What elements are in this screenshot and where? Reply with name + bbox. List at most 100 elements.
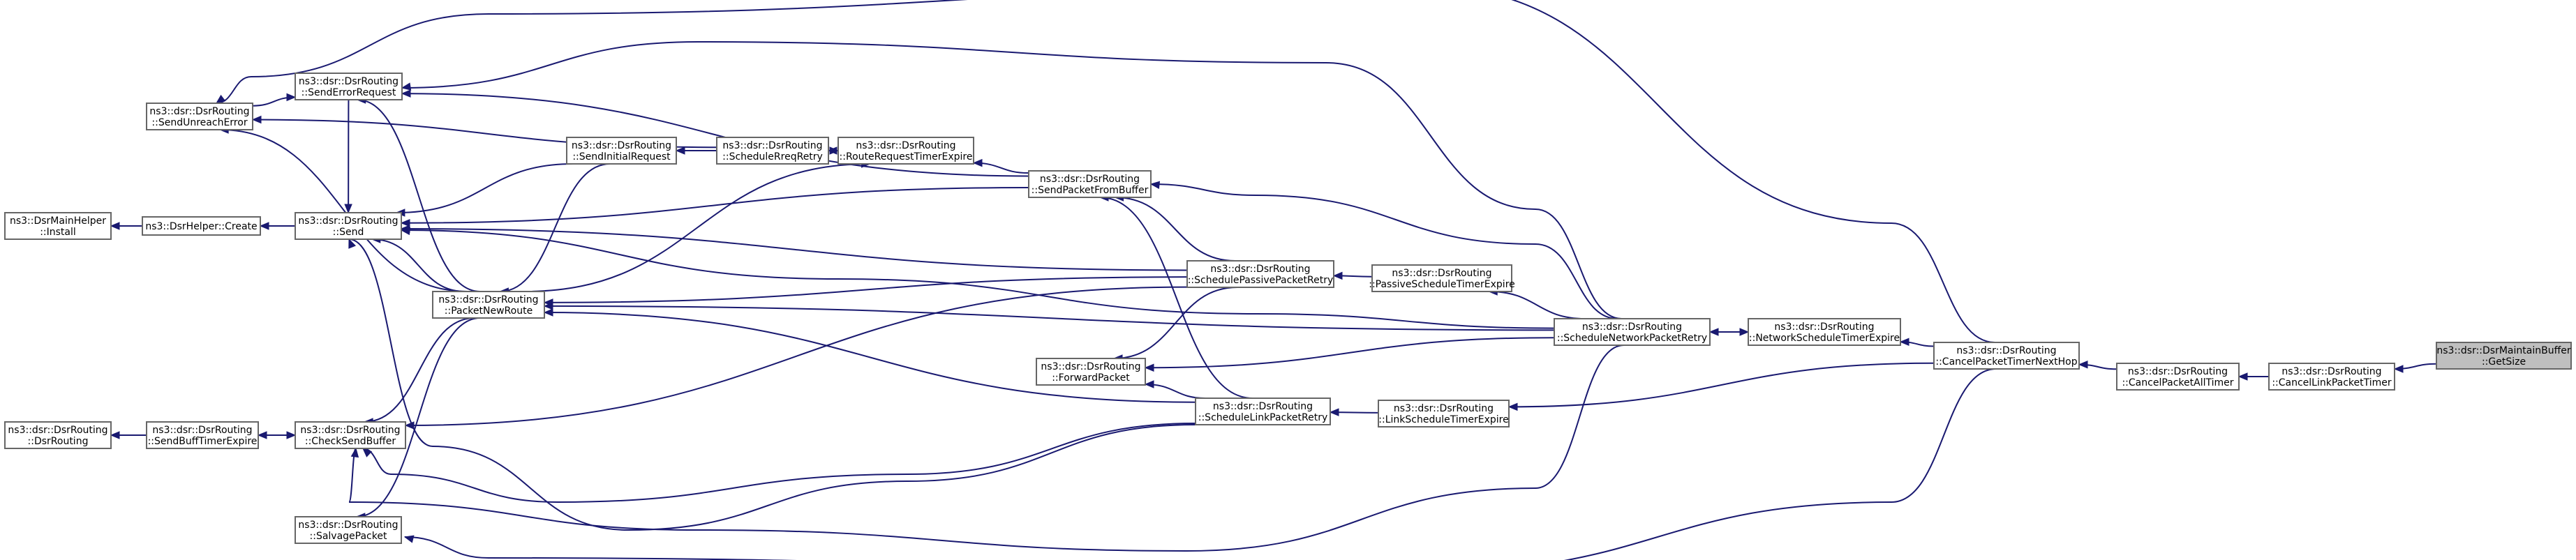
node-label: ns3::dsr::DsrRouting [1956, 345, 2056, 356]
node-label: ::LinkScheduleTimerExpire [1378, 414, 1508, 425]
node-label: ::CancelPacketAllTimer [2122, 377, 2233, 388]
edge-schedlink-to-checksend [362, 423, 1196, 504]
arrowhead-cancelnext-to-linkexp [1507, 402, 1518, 411]
edge-cancelnext-to-salvage [404, 368, 1997, 560]
node-box [1378, 400, 1510, 427]
node-label: ns3::dsr::DsrRouting [299, 76, 399, 87]
arrowhead-senderr-to-send [344, 204, 352, 214]
node-schedpass[interactable]: ns3::dsr::DsrRouting::SchedulePassivePac… [1186, 260, 1334, 288]
edge-packetnew-to-routereq [524, 163, 870, 292]
edge-packetnew-to-sendunreach [220, 129, 468, 292]
node-label: ::SendInitialRequest [572, 151, 671, 162]
node-schednet[interactable]: ns3::dsr::DsrRouting::ScheduleNetworkPac… [1554, 318, 1711, 346]
node-schedreq[interactable]: ns3::dsr::DsrRouting::ScheduleRreqRetry [716, 137, 829, 165]
node-label: ::ScheduleLinkPacketRetry [1198, 412, 1327, 423]
arrowhead-cancelnext-to-sendunreach [215, 94, 226, 104]
node-dsrrouting[interactable]: ns3::dsr::DsrRouting::DsrRouting [4, 421, 112, 449]
node-label: ::SendUnreachError [151, 117, 247, 128]
node-box [4, 421, 112, 449]
node-sendunreach[interactable]: ns3::dsr::DsrRouting::SendUnreachError [146, 103, 253, 130]
node-label: ns3::dsr::DsrRouting [572, 140, 671, 151]
edge-schednet-to-checksend [348, 345, 1624, 552]
node-box [1933, 342, 2080, 370]
node-salvage[interactable]: ns3::dsr::DsrRouting::SalvagePacket [295, 516, 402, 544]
node-label: ns3::dsr::DsrRouting [1394, 403, 1494, 414]
node-label: ::SendBuffTimerExpire [148, 436, 258, 447]
edge-sendinit-to-packetnew [500, 163, 611, 292]
node-box [432, 291, 545, 319]
edge-schedpass-to-forward [1113, 287, 1238, 359]
node-sendbufexp[interactable]: ns3::dsr::DsrRouting::SendBuffTimerExpir… [146, 421, 259, 449]
arrowhead-helpercreate-to-maininstall [110, 222, 120, 230]
edge-schedlink-to-forward [1145, 384, 1206, 399]
node-label: ns3::dsr::DsrRouting [1392, 268, 1491, 279]
edge-cancelnext-to-linkexp [1508, 362, 1935, 408]
node-box [1028, 170, 1152, 198]
node-label: ::SendPacketFromBuffer [1032, 185, 1149, 196]
node-sendinit[interactable]: ns3::dsr::DsrRouting::SendInitialRequest [566, 137, 677, 165]
node-helpercreate[interactable]: ns3::DsrHelper::Create [142, 216, 261, 236]
node-label: ns3::dsr::DsrRouting [1041, 361, 1140, 372]
node-label: ns3::dsr::DsrRouting [2128, 366, 2228, 377]
node-box [2116, 363, 2240, 391]
arrowhead-send-to-helpercreate [259, 222, 269, 230]
node-cancellink[interactable]: ns3::dsr::DsrRouting::CancelLinkPacketTi… [2268, 363, 2395, 391]
arrowhead-schedlink-to-packetnew [543, 308, 553, 317]
node-packetnew[interactable]: ns3::dsr::DsrRouting::PacketNewRoute [432, 291, 545, 319]
node-label: ns3::dsr::DsrRouting [300, 425, 400, 436]
node-label: ::Send [333, 227, 364, 238]
node-label: ::ForwardPacket [1052, 372, 1130, 384]
node-box [1554, 318, 1711, 346]
edge-schedpass-to-sendbuf [1115, 197, 1235, 262]
node-schedlink[interactable]: ns3::dsr::DsrRouting::ScheduleLinkPacket… [1195, 398, 1331, 425]
node-label: ns3::DsrMainHelper [10, 215, 106, 227]
node-label: ::ScheduleRreqRetry [722, 151, 823, 162]
arrowhead-sendbuf-to-senderr [401, 89, 411, 98]
node-label: ::CheckSendBuffer [305, 436, 396, 447]
arrowhead-sendunreach-to-senderr [286, 93, 297, 102]
node-linkexp[interactable]: ns3::dsr::DsrRouting::LinkScheduleTimerE… [1378, 400, 1510, 427]
edge-schedpass-to-checksend [405, 286, 1188, 427]
edge-schednet-to-senderr [401, 40, 1622, 319]
edge-schedpass-to-send [401, 228, 1188, 271]
node-maininstall[interactable]: ns3::DsrMainHelper::Install [4, 212, 112, 240]
arrowhead-passexp-to-schedpass [1332, 271, 1343, 280]
node-box [716, 137, 829, 165]
node-box [2436, 342, 2572, 370]
node-netsched[interactable]: ns3::dsr::DsrRouting::NetworkScheduleTim… [1748, 318, 1901, 346]
edge-sendbuf-to-senderr [401, 93, 1029, 177]
edge-packetnew-to-send [371, 239, 466, 292]
arrowhead-schednet-to-sendbuf [1149, 181, 1161, 190]
arrowhead-linkexp-to-schedlink [1329, 408, 1339, 416]
node-label: ::CancelLinkPacketTimer [2272, 377, 2392, 388]
arrowhead-cancelall-to-cancelnext [2078, 360, 2088, 369]
node-box [566, 137, 677, 165]
node-box [1195, 398, 1331, 425]
node-box [4, 212, 112, 240]
node-checksend[interactable]: ns3::dsr::DsrRouting::CheckSendBuffer [295, 421, 406, 449]
arrowhead-schedlink-to-checksend [362, 448, 373, 457]
node-sendbuf[interactable]: ns3::dsr::DsrRouting::SendPacketFromBuff… [1028, 170, 1152, 198]
arrowhead-schedpass-to-send [400, 225, 410, 233]
arrowhead-schedreq-to-sendunreach [251, 115, 262, 124]
node-routereq[interactable]: ns3::dsr::DsrRouting::RouteRequestTimerE… [837, 137, 974, 165]
node-cancelnext[interactable]: ns3::dsr::DsrRouting::CancelPacketTimerN… [1933, 342, 2080, 370]
node-label: ::RouteRequestTimerExpire [840, 151, 973, 162]
arrowhead-getsize-to-cancellink [2393, 365, 2404, 373]
node-label: ns3::dsr::DsrRouting [1213, 401, 1313, 412]
edge-schedlink-to-send [348, 239, 1196, 531]
edge-sendinit-to-send [396, 163, 574, 213]
edge-schednet-to-send [401, 229, 1555, 329]
node-send[interactable]: ns3::dsr::DsrRouting::Send [295, 212, 402, 240]
node-getsize[interactable]: ns3::dsr::DsrMaintainBuffer::GetSize [2436, 342, 2572, 370]
node-passexp[interactable]: ns3::dsr::DsrRouting::PassiveScheduleTim… [1369, 264, 1515, 292]
node-senderr[interactable]: ns3::dsr::DsrRouting::SendErrorRequest [295, 73, 403, 100]
node-label: ::SchedulePassivePacketRetry [1188, 275, 1334, 286]
arrowhead-schednet-to-forward [1144, 363, 1154, 372]
arrowhead-schedlink-to-forward [1144, 380, 1154, 388]
node-forward[interactable]: ns3::dsr::DsrRouting::ForwardPacket [1036, 358, 1146, 386]
arrowhead-schedlink-to-send [348, 238, 357, 249]
edge-packetnew-to-salvage [356, 317, 481, 517]
node-box [1748, 318, 1901, 346]
node-cancelall[interactable]: ns3::dsr::DsrRouting::CancelPacketAllTim… [2116, 363, 2240, 391]
